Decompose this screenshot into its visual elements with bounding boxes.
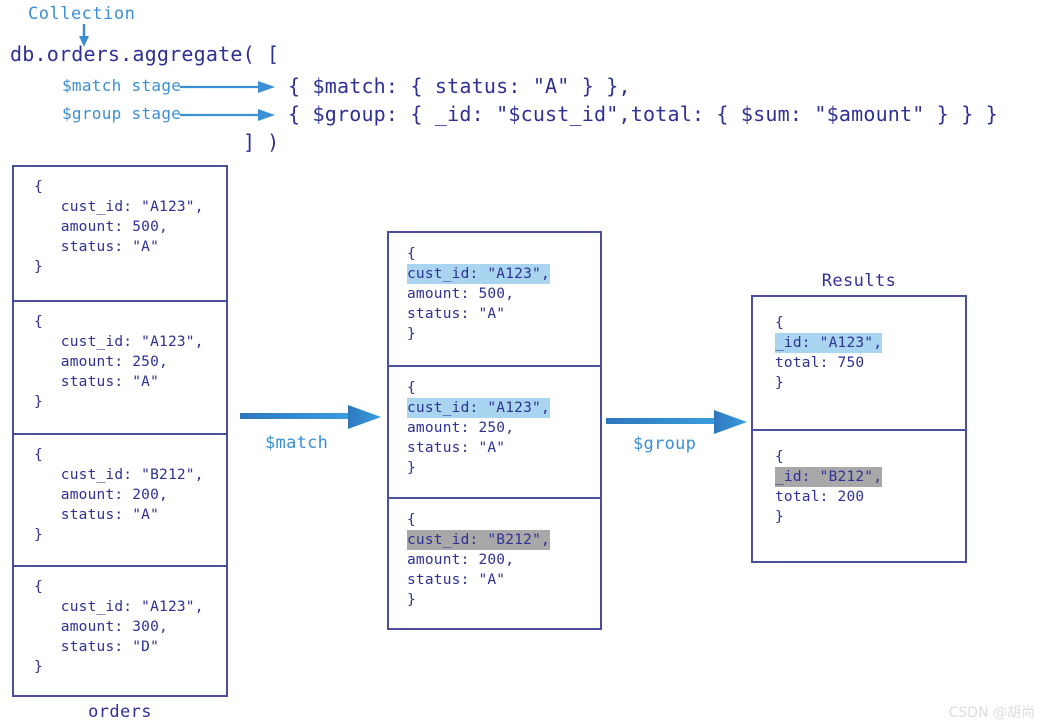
code-line-group-stage: { $group: { _id: "$cust_id",total: { $su… [288,102,998,126]
orders-caption: orders [88,702,152,722]
document-field-line: total: 200 [775,489,865,505]
match-pipeline-arrow-icon [240,405,381,429]
document-cell: { _id: "A123", total: 750} [753,297,965,429]
document-field-line: cust_id: "A123", [34,199,204,215]
document-field-line: status: "D" [34,639,160,656]
document-lines: { cust_id: "A123", amount: 250, status: "A"… [389,367,600,478]
document-field-line: amount: 200, [407,552,515,568]
document-cell: { cust_id: "B212", amount: 200, status: "A"… [389,497,600,629]
results-box: { _id: "A123", total: 750} { _id: "B212", tot… [751,295,967,563]
document-cell: { _id: "B212", total: 200} [753,429,965,561]
document-field-line-highlighted: cust_id: "B212", [407,530,550,550]
document-field-line: } [407,460,416,476]
group-stage-arrow-icon [180,109,275,121]
document-field-line: } [775,509,784,525]
group-pipeline-arrow-icon [606,410,747,434]
code-line-aggregate: db.orders.aggregate( [ [10,42,280,66]
document-field-line: amount: 500, [34,219,168,235]
match-arrow-label: $match [265,433,329,453]
watermark: CSDN @胡尚 [948,705,1035,721]
document-field-line: status: "A" [34,506,160,523]
document-field-line: amount: 200, [34,486,168,503]
document-field-line: status: "A" [34,374,160,390]
document-lines: { cust_id: "B212", amount: 200, status: "A"… [389,499,600,610]
match-stage-arrow-icon [180,81,275,93]
collection-down-arrow-icon [79,24,89,47]
document-cell: { cust_id: "A123", amount: 500, status: "A"… [389,233,600,365]
document-field-line: { [34,314,43,330]
document-cell: { cust_id: "A123", amount: 500, status: … [14,167,226,300]
document-field-line: status: "A" [407,572,506,588]
document-field-line: status: "A" [407,440,506,456]
document-field-line: total: 750 [775,355,865,371]
document-field-line: status: "A" [34,239,160,255]
document-field-line: } [34,526,43,543]
document-lines: { cust_id: "A123", amount: 500, status: "A"… [389,233,600,344]
document-field-line: cust_id: "A123", [34,334,204,350]
document-field-line: } [407,592,416,608]
document-field-line: status: "A" [407,306,506,322]
document-lines: { cust_id: "B212", amount: 200, status: … [14,435,226,545]
collection-label: Collection [28,4,136,24]
document-lines: { _id: "B212", total: 200} [753,431,965,527]
document-field-line: cust_id: "B212", [34,466,204,483]
document-field-line: } [34,659,43,676]
document-lines: { _id: "A123", total: 750} [753,297,965,393]
document-field-line: { [34,446,43,463]
document-lines: { cust_id: "A123", amount: 300, status: … [14,567,226,677]
document-field-line: { [775,449,784,465]
code-line-match-stage: { $match: { status: "A" } }, [288,74,631,98]
orders-collection-box: { cust_id: "A123", amount: 500, status: … [12,165,228,697]
document-field-line-highlighted: cust_id: "A123", [407,264,550,284]
results-caption: Results [821,271,897,291]
document-field-line: amount: 250, [407,420,515,436]
document-field-line: amount: 500, [407,286,515,302]
document-lines: { cust_id: "A123", amount: 250, status: … [14,302,226,412]
match-stage-label: $match stage [62,76,182,95]
document-field-line: cust_id: "A123", [34,599,204,616]
document-field-line: amount: 300, [34,619,168,636]
group-stage-label: $group stage [62,104,182,123]
document-field-line: } [407,326,416,342]
document-field-line: } [34,259,43,275]
document-field-line-highlighted: cust_id: "A123", [407,398,550,418]
document-cell: { cust_id: "A123", amount: 300, status: … [14,565,226,698]
document-field-line: { [34,579,43,596]
group-arrow-label: $group [633,434,697,454]
document-field-line: { [34,179,43,195]
document-cell: { cust_id: "A123", amount: 250, status: "A"… [389,365,600,497]
document-field-line: { [407,380,416,396]
document-field-line: } [34,394,43,410]
document-field-line: { [407,246,416,262]
document-field-line: amount: 250, [34,354,168,370]
document-lines: { cust_id: "A123", amount: 500, status: … [14,167,226,277]
document-field-line-highlighted: _id: "B212", [775,467,883,487]
document-cell: { cust_id: "B212", amount: 200, status: … [14,432,226,566]
document-field-line-highlighted: _id: "A123", [775,333,883,353]
document-field-line: } [775,375,784,391]
code-line-close: ] ) [243,130,280,154]
document-cell: { cust_id: "A123", amount: 250, status: … [14,300,226,433]
document-field-line: { [775,315,784,331]
match-result-box: { cust_id: "A123", amount: 500, status: "A"… [387,231,602,630]
document-field-line: { [407,512,416,528]
